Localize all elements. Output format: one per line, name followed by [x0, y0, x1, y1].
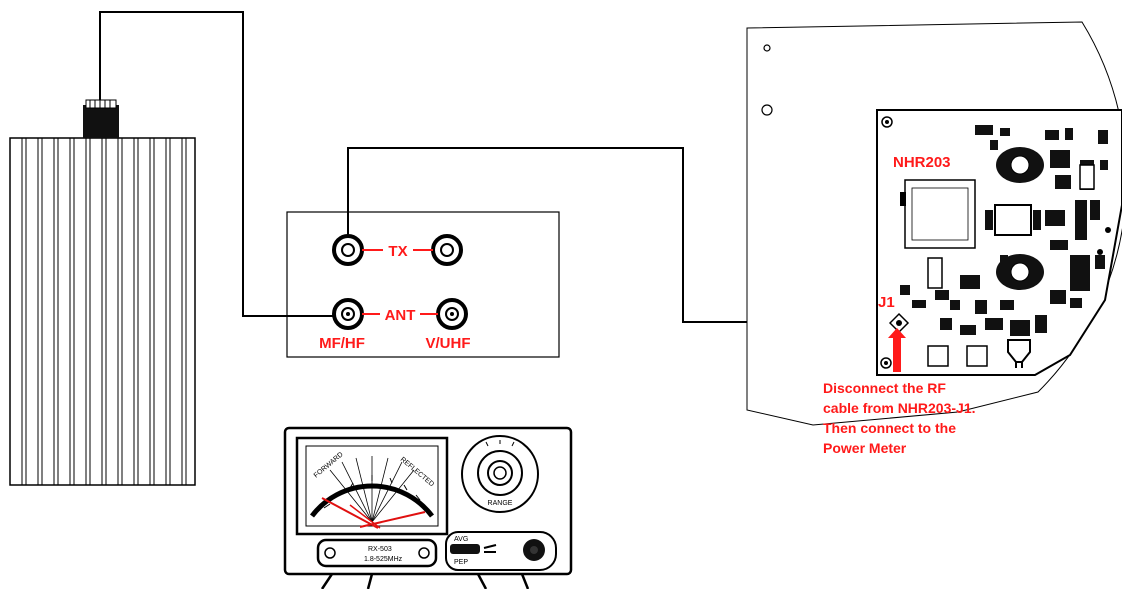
- range-label: 1.8-525MHz: [364, 556, 403, 563]
- arrow-up-icon: [888, 328, 906, 372]
- avg-label: AVG: [454, 536, 468, 543]
- ant-label: ANT: [385, 307, 416, 324]
- nhr203-board: NHR203 J1: [876, 109, 1122, 376]
- instruction-line-3: Then connect to the: [823, 420, 956, 436]
- model-label: RX-503: [368, 546, 392, 553]
- nhr203-label: NHR203: [893, 154, 951, 171]
- instruction-line-4: Power Meter: [823, 440, 907, 456]
- j1-label: J1: [878, 294, 895, 311]
- tx-right-connector: [431, 234, 463, 266]
- tx-left-connector: [332, 234, 364, 266]
- cable-dummy-load-to-ant: [99, 11, 348, 317]
- instruction-line-2: cable from NHR203-J1.: [823, 400, 976, 416]
- power-meter-icon: FORWARD REFLECTED RANGE RX-503 1.8-525MH…: [283, 426, 573, 589]
- mf-hf-label: MF/HF: [319, 335, 365, 352]
- v-uhf-label: V/UHF: [426, 335, 471, 352]
- v-uhf-connector: [436, 298, 468, 330]
- pep-label: PEP: [454, 559, 468, 566]
- tx-label: TX: [388, 243, 407, 260]
- switch-box: TX ANT MF/HF V/UHF: [286, 211, 560, 358]
- instruction-text: Disconnect the RF cable from NHR203-J1. …: [823, 380, 976, 456]
- instruction-line-1: Disconnect the RF: [823, 380, 946, 396]
- range-knob-label: RANGE: [488, 500, 513, 507]
- mf-hf-connector: [332, 298, 364, 330]
- dummy-load-icon: [9, 99, 196, 486]
